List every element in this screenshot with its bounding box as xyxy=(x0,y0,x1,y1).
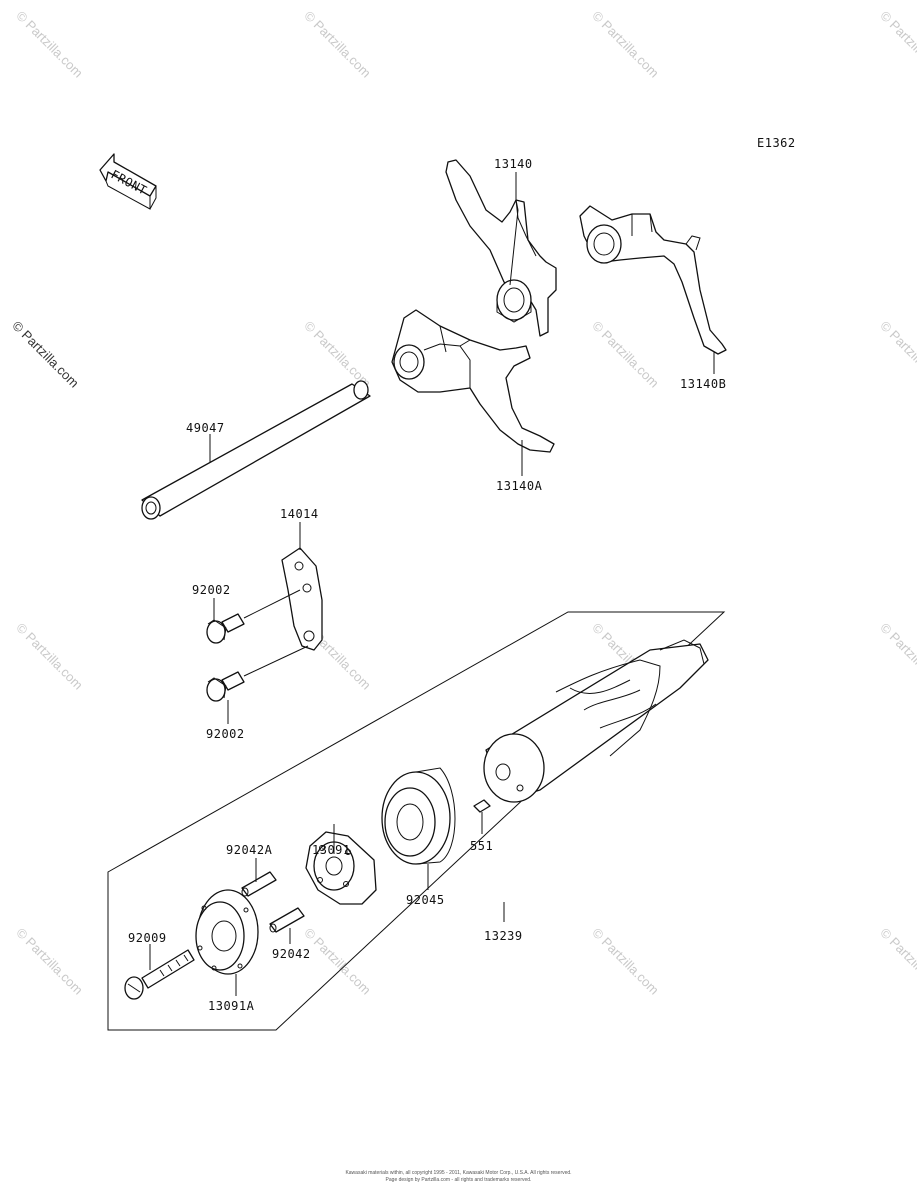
shift-rod-49047 xyxy=(141,380,371,520)
part-label-551: 551 xyxy=(470,839,493,853)
pin-92042A xyxy=(241,871,277,897)
pin-92042 xyxy=(269,907,305,933)
bolt-92002-bottom xyxy=(206,645,309,702)
pin-551 xyxy=(473,799,491,813)
part-label-13091: 13091 xyxy=(312,843,351,857)
part-label-92045: 92045 xyxy=(406,893,445,907)
diagram-code: E1362 xyxy=(757,136,796,150)
cam-13091 xyxy=(305,831,377,905)
part-label-92002-bottom: 92002 xyxy=(206,727,245,741)
part-label-92002-top: 92002 xyxy=(192,583,231,597)
screw-92009 xyxy=(124,949,195,1000)
part-label-92042: 92042 xyxy=(272,947,311,961)
part-label-14014: 14014 xyxy=(280,507,319,521)
shift-fork-13140A xyxy=(391,309,555,453)
leader-lines xyxy=(149,172,715,996)
footer-credit: Page design by Partzilla.com - all right… xyxy=(385,1177,532,1183)
footer-copyright: Kawasaki materials within, all copyright… xyxy=(345,1170,572,1176)
part-label-92042A: 92042A xyxy=(226,843,273,857)
part-label-13140B: 13140B xyxy=(680,377,726,391)
part-label-13091A: 13091A xyxy=(208,999,255,1013)
cam-13091A xyxy=(195,889,259,975)
part-label-92009: 92009 xyxy=(128,931,167,945)
part-label-13239: 13239 xyxy=(484,929,523,943)
plate-14014 xyxy=(281,547,323,651)
part-label-13140: 13140 xyxy=(494,157,533,171)
bearing-92045 xyxy=(381,767,456,865)
part-label-49047: 49047 xyxy=(186,421,225,435)
shift-drum xyxy=(483,639,709,803)
part-label-13140A: 13140A xyxy=(496,479,543,493)
front-arrow-icon: FRONT xyxy=(99,153,157,210)
bolt-92002-top xyxy=(206,589,301,644)
shift-fork-13140 xyxy=(445,159,557,337)
assembly-outline-13239 xyxy=(107,611,726,1031)
shift-fork-13140B xyxy=(579,205,727,355)
